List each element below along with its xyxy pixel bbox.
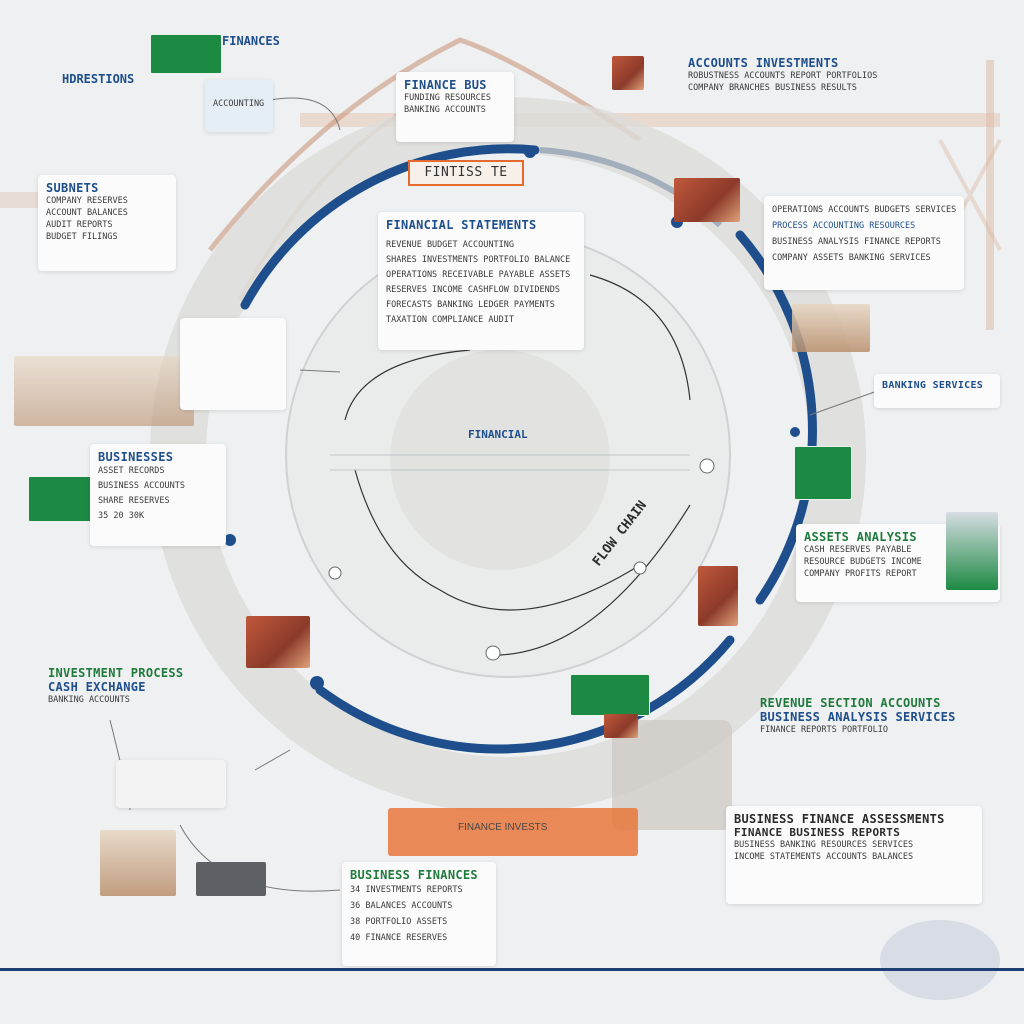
left-mid-card: BUSINESSES ASSET RECORDS BUSINESS ACCOUN…: [90, 444, 226, 546]
red-card-thumbnail: [604, 714, 638, 738]
far-bottom-right-card: BUSINESS FINANCE ASSESSMENTS FINANCE BUS…: [726, 806, 982, 904]
left-mid-line-4: 35 20 30K: [98, 511, 145, 521]
red-machine-thumbnail: [674, 178, 740, 222]
red-register-thumbnail: [246, 616, 310, 668]
bottom-divider: [0, 968, 1024, 971]
top-center-title: FINANCE BUS: [404, 78, 487, 92]
far-bottom-right-title: BUSINESS FINANCE ASSESSMENTS: [734, 812, 945, 826]
center-statement-line-6: TAXATION COMPLIANCE AUDIT: [386, 315, 514, 325]
center-statement-line-5: FORECASTS BANKING LEDGER PAYMENTS: [386, 300, 555, 310]
green-chart-card-thumbnail: [946, 512, 998, 590]
bottom-left-card: INVESTMENT PROCESS CASH EXCHANGE BANKING…: [40, 660, 200, 720]
top-right-line-2: COMPANY BRANCHES BUSINESS RESULTS: [688, 83, 857, 93]
right-upper-line-1: OPERATIONS ACCOUNTS BUDGETS SERVICES: [772, 205, 957, 215]
green-report-thumbnail: [794, 446, 852, 500]
bottom-center-line-2: 36 BALANCES ACCOUNTS: [350, 901, 453, 911]
far-bottom-right-sub: FINANCE BUSINESS REPORTS: [734, 826, 901, 839]
top-right-line-1: ROBUSTNESS ACCOUNTS REPORT PORTFOLIOS: [688, 71, 878, 81]
center-statement-line-3: OPERATIONS RECEIVABLE PAYABLE ASSETS: [386, 270, 571, 280]
right-upper-card: OPERATIONS ACCOUNTS BUDGETS SERVICES PRO…: [764, 196, 964, 290]
right-mid-label: BANKING SERVICES: [882, 380, 984, 391]
red-tool-thumbnail: [698, 566, 738, 626]
center-label: FINANCIAL: [468, 428, 528, 441]
right-lower-title: ASSETS ANALYSIS: [804, 530, 917, 544]
left-upper-line-3: AUDIT REPORTS: [46, 220, 113, 230]
left-upper-title: SUBNETS: [46, 181, 99, 195]
bottom-left-note: [116, 760, 226, 808]
right-lower-line-2: RESOURCE BUDGETS INCOME: [804, 557, 922, 567]
green-chart-thumbnail: [150, 34, 222, 74]
bottom-left-small: BANKING ACCOUNTS: [48, 695, 130, 705]
bottom-right-sub: BUSINESS ANALYSIS SERVICES: [760, 710, 956, 724]
bottom-left-sub: CASH EXCHANGE: [48, 680, 146, 694]
left-upper-line-2: ACCOUNT BALANCES: [46, 208, 128, 218]
top-left-heading: HDRESTIONS: [62, 72, 135, 86]
bottom-center-banner: FINANCE INVESTS: [388, 808, 638, 856]
bottom-center-line-4: 40 FINANCE RESERVES: [350, 933, 448, 943]
left-upper-line-4: BUDGET FILINGS: [46, 232, 118, 242]
top-left-note-text: ACCOUNTING: [213, 99, 265, 109]
bottom-right-card: REVENUE SECTION ACCOUNTS BUSINESS ANALYS…: [752, 690, 972, 752]
far-bottom-right-line-1: BUSINESS BANKING RESOURCES SERVICES: [734, 840, 914, 850]
top-left-note-card: ACCOUNTING: [205, 80, 273, 132]
bottom-center-line-3: 38 PORTFOLIO ASSETS: [350, 917, 448, 927]
top-center-line-1: FUNDING RESOURCES: [404, 93, 491, 103]
office-photo-thumbnail: [792, 304, 870, 352]
left-upper-card: SUBNETS COMPANY RESERVES ACCOUNT BALANCE…: [38, 175, 176, 271]
calculator-thumbnail: [196, 862, 266, 896]
right-upper-line-2: PROCESS ACCOUNTING RESOURCES: [772, 221, 916, 231]
right-lower-line-1: CASH RESERVES PAYABLE: [804, 545, 912, 555]
center-statement-line-2: SHARES INVESTMENTS PORTFOLIO BALANCE: [386, 255, 571, 265]
bottom-center-banner-text: FINANCE INVESTS: [458, 822, 548, 833]
left-mid-title: BUSINESSES: [98, 450, 174, 464]
bottom-right-line: FINANCE REPORTS PORTFOLIO: [760, 725, 888, 735]
left-upper-line-1: COMPANY RESERVES: [46, 196, 128, 206]
top-right-title: ACCOUNTS INVESTMENTS: [688, 56, 839, 70]
bottom-center-line-1: 34 INVESTMENTS REPORTS: [350, 885, 463, 895]
right-lower-line-3: COMPANY PROFITS REPORT: [804, 569, 917, 579]
center-statement-title: FINANCIAL STATEMENTS: [386, 218, 537, 232]
green-ledger-thumbnail: [28, 476, 92, 522]
left-mid-line-3: SHARE RESERVES: [98, 496, 170, 506]
document-stack-image: [14, 356, 194, 426]
top-left-label: FINANCES: [222, 34, 280, 48]
red-device-thumbnail: [612, 56, 644, 90]
center-statement-card: FINANCIAL STATEMENTS REVENUE BUDGET ACCO…: [378, 212, 584, 350]
bottom-right-title: REVENUE SECTION ACCOUNTS: [760, 696, 941, 710]
bottom-left-title: INVESTMENT PROCESS: [48, 666, 184, 680]
bottom-center-title: BUSINESS FINANCES: [350, 868, 478, 882]
top-right-card: ACCOUNTS INVESTMENTS ROBUSTNESS ACCOUNTS…: [680, 50, 910, 122]
top-center-line-2: BANKING ACCOUNTS: [404, 105, 486, 115]
right-upper-line-3: BUSINESS ANALYSIS FINANCE REPORTS: [772, 237, 941, 247]
top-center-card: FINANCE BUS FUNDING RESOURCES BANKING AC…: [396, 72, 514, 142]
left-mid-line-1: ASSET RECORDS: [98, 466, 165, 476]
right-mid-card: BANKING SERVICES: [874, 374, 1000, 408]
far-bottom-right-line-2: INCOME STATEMENTS ACCOUNTS BALANCES: [734, 852, 914, 862]
center-statement-line-1: REVENUE BUDGET ACCOUNTING: [386, 240, 514, 250]
paper-stack-thumbnail: [100, 830, 176, 896]
center-statement-line-4: RESERVES INCOME CASHFLOW DIVIDENDS: [386, 285, 560, 295]
bottom-center-card: BUSINESS FINANCES 34 INVESTMENTS REPORTS…: [342, 862, 496, 966]
right-upper-line-4: COMPANY ASSETS BANKING SERVICES: [772, 253, 931, 263]
left-mid-line-2: BUSINESS ACCOUNTS: [98, 481, 185, 491]
green-terminal-thumbnail: [570, 674, 650, 716]
diagram-title-tag: FINTISS TE: [408, 160, 524, 186]
left-document-card: [180, 318, 286, 410]
